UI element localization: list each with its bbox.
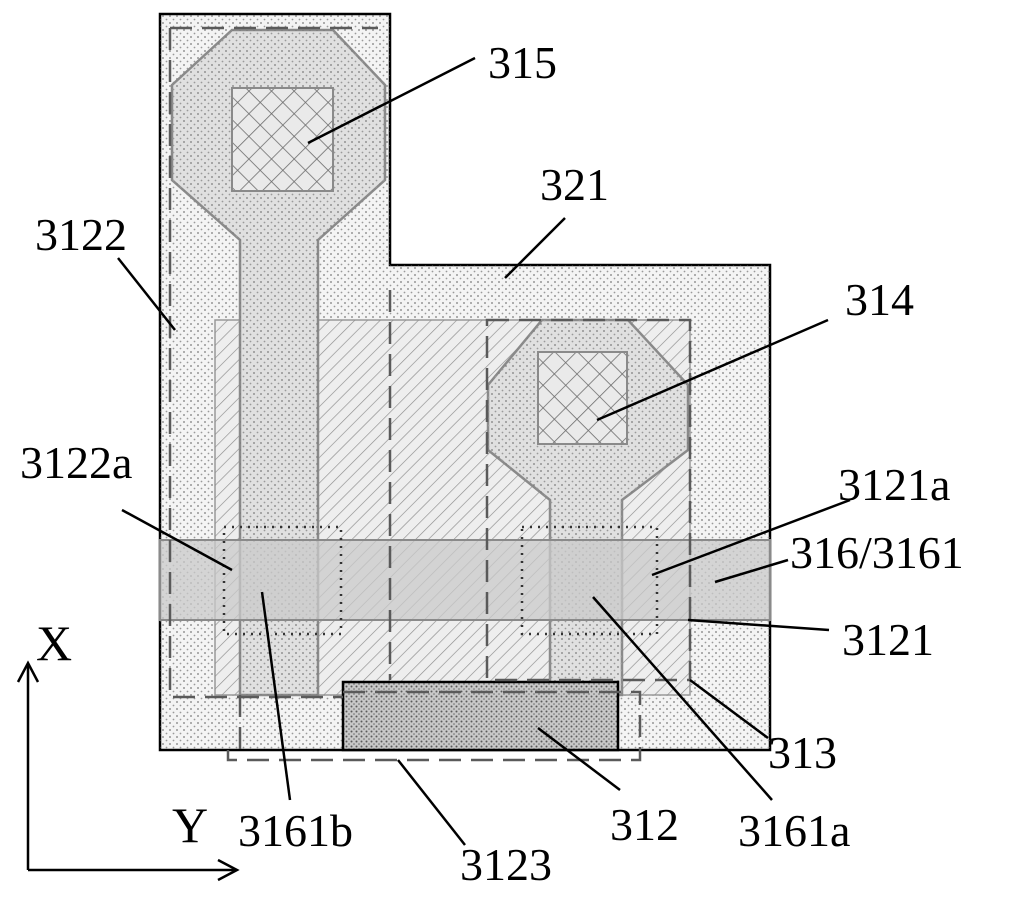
pad-315-shape [170, 28, 387, 697]
label-3161b: 3161b [238, 805, 353, 856]
via-314 [537, 351, 628, 445]
label-313: 313 [768, 727, 837, 778]
band-316-3161 [159, 539, 771, 621]
label-3123: 3123 [460, 839, 552, 890]
region-312 [341, 680, 620, 752]
label-3122: 3122 [35, 209, 127, 260]
axis-arrows [16, 660, 240, 882]
label-3121a: 3121a [838, 459, 950, 510]
via-315 [231, 87, 334, 192]
label-316-3161: 316/3161 [790, 527, 964, 578]
label-315: 315 [488, 37, 557, 88]
x-axis-label: X [36, 615, 72, 671]
label-3161a: 3161a [738, 805, 850, 856]
label-312: 312 [610, 799, 679, 850]
label-321: 321 [540, 159, 609, 210]
label-314: 314 [845, 274, 914, 325]
label-3121: 3121 [842, 614, 934, 665]
y-axis-label: Y [172, 797, 208, 853]
leader-lines [117, 56, 851, 846]
label-3122a: 3122a [20, 437, 132, 488]
